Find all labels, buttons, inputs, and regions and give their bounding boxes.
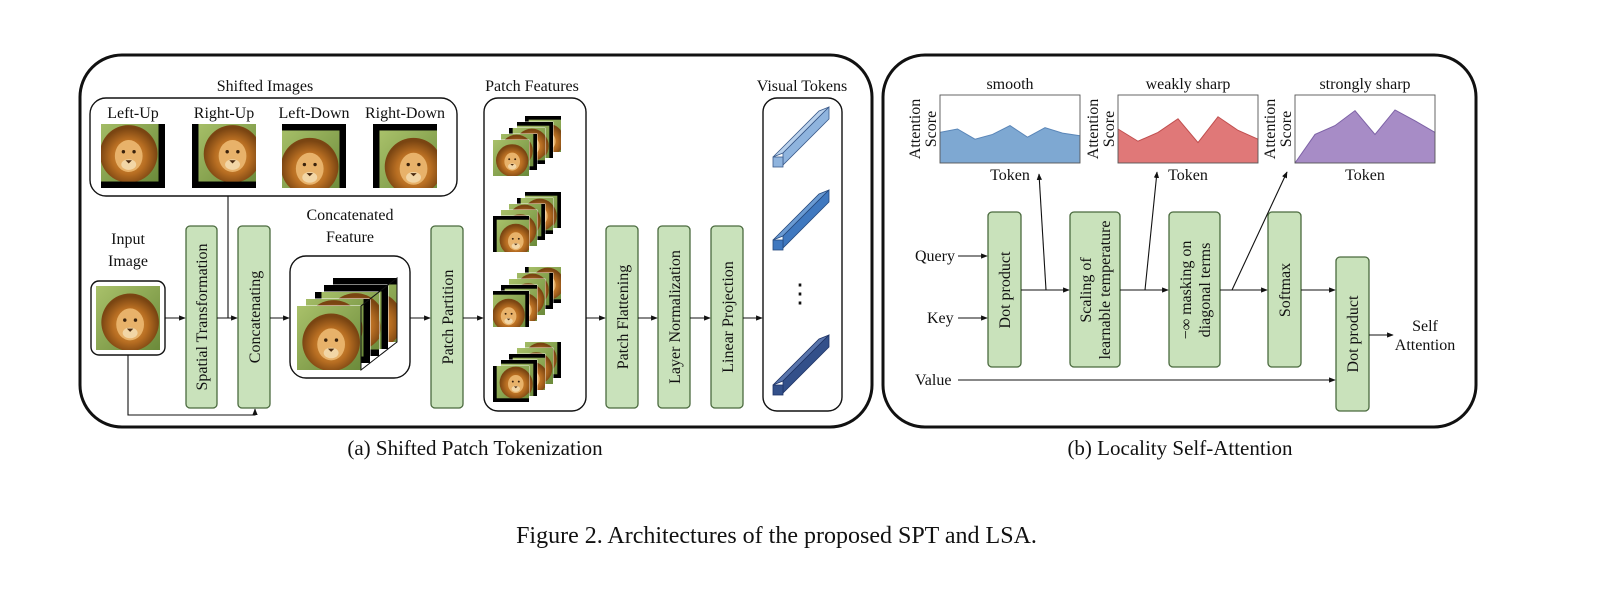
svg-text:Concatenating: Concatenating bbox=[247, 271, 264, 363]
chart-title: weakly sharp bbox=[1146, 76, 1231, 93]
patch-features-stacks bbox=[492, 115, 562, 403]
svg-text:Dot product: Dot product bbox=[997, 251, 1014, 328]
chart-title: strongly sharp bbox=[1319, 76, 1410, 93]
lsa-caption: (b) Locality Self-Attention bbox=[1067, 436, 1293, 460]
concatenated-feature-label: Concatenated bbox=[306, 207, 393, 224]
dot-product-box-2: Dot product bbox=[1335, 256, 1370, 412]
svg-text:Softmax: Softmax bbox=[1277, 263, 1294, 317]
concatenated-feature-label-2: Feature bbox=[326, 229, 374, 246]
patch-partition-box: Patch Partition bbox=[430, 225, 464, 409]
chart-ylabel-2: Score bbox=[923, 111, 940, 147]
patch-stack bbox=[492, 341, 562, 403]
svg-text:Layer Normalization: Layer Normalization bbox=[667, 250, 684, 384]
patch-stack bbox=[492, 266, 562, 328]
dot-product-box: Dot product bbox=[987, 211, 1022, 368]
chart-ylabel: Attention bbox=[1262, 99, 1279, 159]
chart-ylabel-2: Score bbox=[1278, 111, 1295, 147]
svg-text:learnable temperature: learnable temperature bbox=[1097, 220, 1114, 359]
chart-frame bbox=[1294, 94, 1436, 164]
shifted-image-right-up: Right-Up bbox=[192, 105, 262, 188]
patch-stack bbox=[492, 191, 562, 253]
input-image-label: Input bbox=[111, 231, 145, 248]
spt-connectors bbox=[127, 196, 763, 416]
svg-text:Dot product: Dot product bbox=[1345, 295, 1362, 372]
visual-tokens-title: Visual Tokens bbox=[757, 78, 848, 95]
input-image-label-2: Image bbox=[108, 253, 148, 270]
chart-frame bbox=[1117, 94, 1259, 164]
visual-tokens-ellipsis: ⋮ bbox=[787, 279, 813, 308]
svg-text:Right-Down: Right-Down bbox=[365, 105, 445, 122]
spt-panel bbox=[78, 53, 874, 429]
visual-token-1 bbox=[772, 106, 830, 168]
spt-caption: (a) Shifted Patch Tokenization bbox=[347, 436, 603, 460]
concatenated-feature-stack bbox=[296, 276, 398, 372]
concatenated-feature-frame bbox=[289, 255, 411, 379]
scaling-temperature-box: Scaling of learnable temperature bbox=[1069, 211, 1121, 368]
self-attention-label-2: Attention bbox=[1395, 337, 1455, 354]
chart-area bbox=[940, 125, 1080, 163]
chart-xlabel: Token bbox=[1345, 167, 1385, 184]
figure-caption: Figure 2. Architectures of the proposed … bbox=[516, 523, 1037, 549]
shifted-image-right-down: Right-Down bbox=[365, 105, 445, 195]
input-image bbox=[96, 286, 160, 350]
shifted-images-title: Shifted Images bbox=[217, 78, 313, 95]
patch-features-title: Patch Features bbox=[485, 78, 579, 95]
visual-token-2 bbox=[772, 189, 830, 251]
layer-normalization-box: Layer Normalization bbox=[657, 225, 691, 409]
shifted-image-left-up: Left-Up bbox=[95, 105, 165, 188]
svg-text:Scaling of: Scaling of bbox=[1078, 257, 1095, 323]
chart-frame bbox=[939, 94, 1081, 164]
svg-text:Left-Up: Left-Up bbox=[107, 105, 159, 122]
chart-line bbox=[1294, 109, 1436, 164]
svg-text:Patch Partition: Patch Partition bbox=[440, 270, 457, 365]
concat-slab bbox=[296, 305, 362, 371]
patch-features-frame bbox=[483, 97, 587, 412]
query-label: Query bbox=[915, 248, 955, 265]
self-attention-label: Self bbox=[1412, 318, 1438, 335]
lsa-connectors bbox=[958, 171, 1394, 383]
value-label: Value bbox=[915, 372, 951, 389]
visual-tokens-frame bbox=[762, 97, 843, 412]
spatial-transformation-box: Spatial Transformation bbox=[185, 225, 218, 409]
chart-xlabel: Token bbox=[990, 167, 1030, 184]
key-label: Key bbox=[927, 310, 954, 327]
svg-text:Left-Down: Left-Down bbox=[278, 105, 349, 122]
shifted-images-box bbox=[89, 97, 458, 197]
lsa-panel bbox=[881, 53, 1478, 429]
svg-text:Patch Flattening: Patch Flattening bbox=[615, 265, 632, 369]
chart-xlabel: Token bbox=[1168, 167, 1208, 184]
visual-token-n bbox=[772, 334, 830, 396]
chart-area bbox=[1295, 110, 1435, 163]
diagonal-masking-box: −∞ masking on diagonal terms bbox=[1168, 211, 1221, 368]
chart-ylabel: Attention bbox=[907, 99, 924, 159]
svg-text:Right-Up: Right-Up bbox=[194, 105, 254, 122]
svg-text:diagonal terms: diagonal terms bbox=[1197, 243, 1214, 338]
chart-ylabel-2: Score bbox=[1101, 111, 1118, 147]
linear-projection-box: Linear Projection bbox=[710, 225, 744, 409]
chart-ylabel: Attention bbox=[1085, 99, 1102, 159]
concatenating-box: Concatenating bbox=[237, 225, 271, 409]
chart-line bbox=[939, 125, 1081, 140]
concat-side bbox=[360, 276, 398, 372]
chart-title: smooth bbox=[986, 76, 1033, 93]
svg-text:Linear Projection: Linear Projection bbox=[720, 261, 737, 373]
shifted-image-left-down: Left-Down bbox=[278, 105, 350, 195]
chart-line bbox=[1117, 116, 1259, 144]
patch-flattening-box: Patch Flattening bbox=[605, 225, 639, 409]
chart-area bbox=[1118, 116, 1258, 163]
patch-stack bbox=[492, 115, 562, 177]
softmax-box: Softmax bbox=[1267, 211, 1302, 368]
svg-text:Spatial Transformation: Spatial Transformation bbox=[194, 243, 211, 390]
svg-text:−∞ masking on: −∞ masking on bbox=[1178, 241, 1195, 340]
